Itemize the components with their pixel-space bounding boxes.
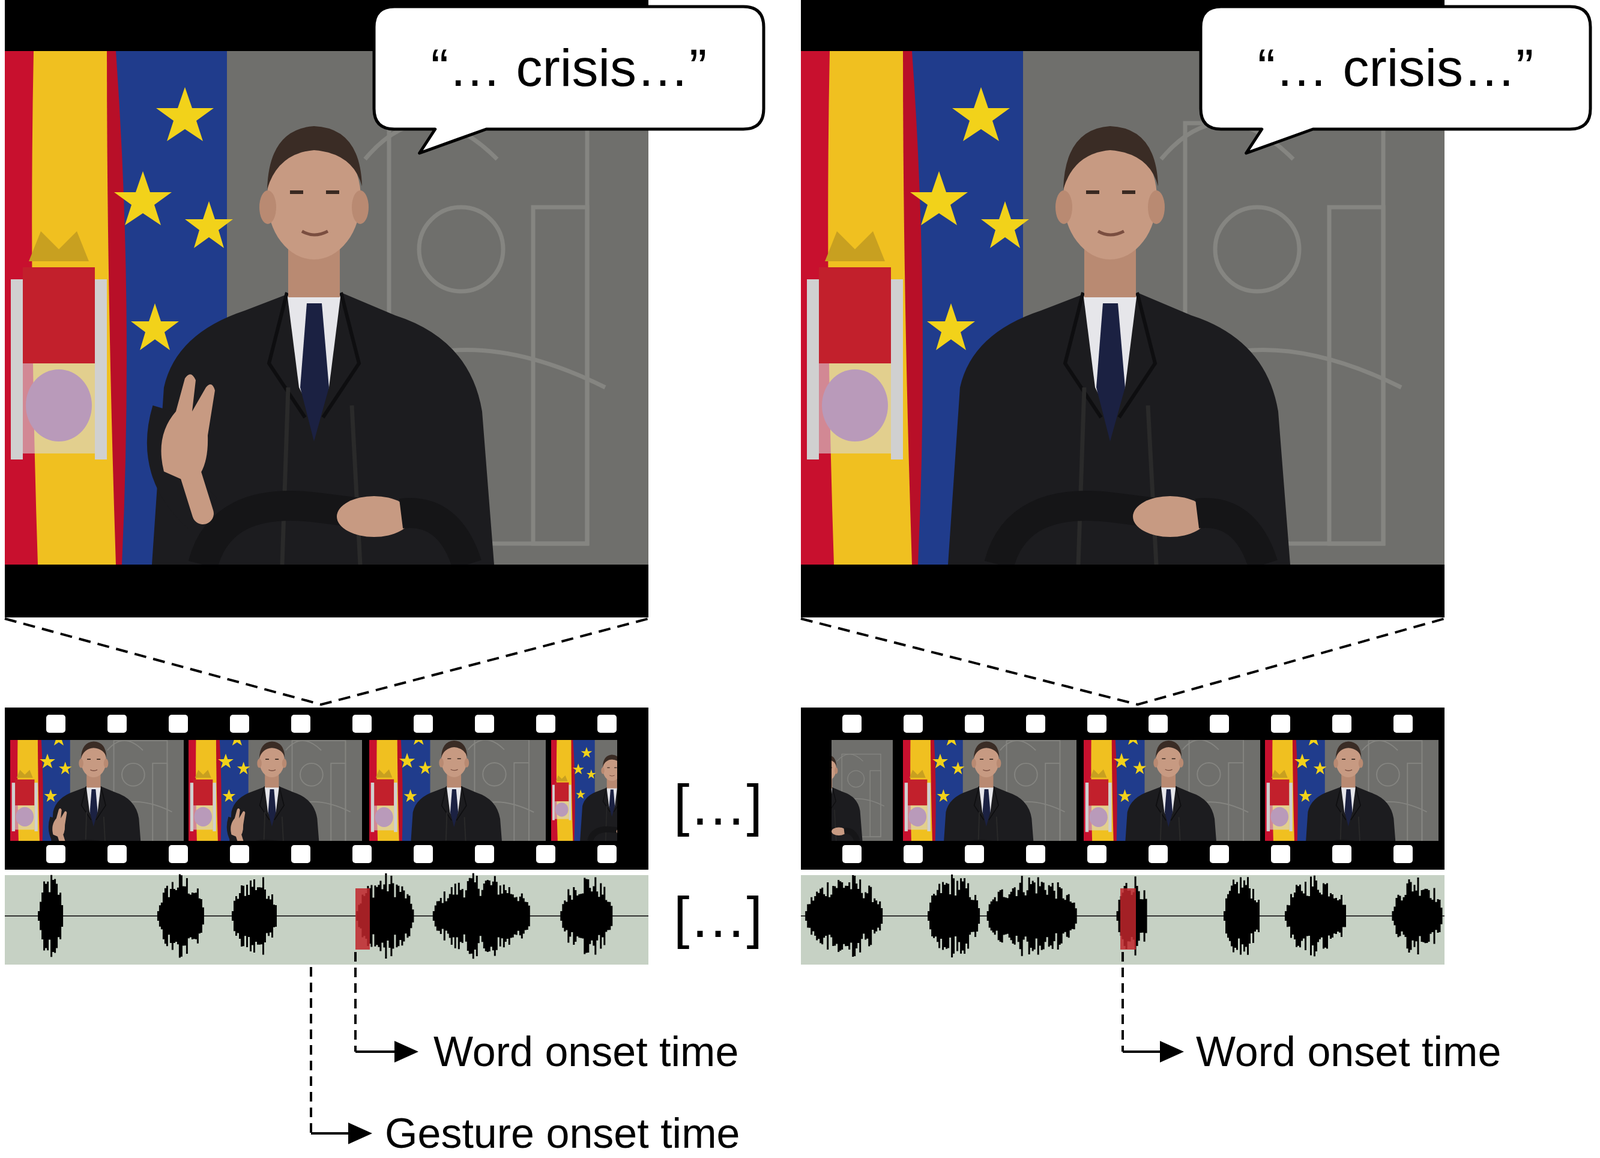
sprocket-hole [229, 714, 250, 733]
film-thumbnail [1083, 719, 1261, 861]
thumbnail-scene [10, 721, 184, 860]
onset-label: Word onset time [433, 1027, 739, 1076]
onset-label: Gesture onset time [384, 1108, 740, 1157]
sprocket-hole [1393, 714, 1413, 733]
thumbnail-scene [902, 721, 1077, 860]
thumbnail-scene [766, 739, 893, 841]
sprocket-hole [474, 714, 495, 733]
film-thumbnail [766, 739, 893, 841]
sprocket-hole [1087, 714, 1107, 733]
sprocket-hole [597, 844, 617, 863]
sprocket-hole [597, 714, 617, 733]
sprocket-hole [46, 714, 66, 733]
sprocket-hole [1209, 714, 1229, 733]
thumbnail-scene [551, 739, 678, 841]
sprocket-hole [413, 844, 433, 863]
thumbnail-scene [1264, 721, 1439, 860]
sprocket-hole [1393, 844, 1413, 863]
sprocket-hole [1332, 844, 1352, 863]
film-thumbnail [10, 721, 184, 860]
sprocket-hole [1026, 714, 1046, 733]
sprocket-hole [1270, 714, 1291, 733]
sprocket-hole [903, 844, 923, 863]
sprocket-hole [842, 844, 862, 863]
sprocket-hole [46, 844, 66, 863]
ellipsis-mark: […] [673, 884, 763, 950]
film-thumbnail [188, 721, 363, 860]
thumbnail-scene [369, 719, 546, 861]
film-thumbnail [369, 719, 546, 861]
sprocket-hole [1209, 844, 1229, 863]
sprocket-hole [291, 714, 311, 733]
sprocket-hole [168, 714, 188, 733]
ellipsis-mark: […] [673, 772, 763, 838]
sprocket-hole [1148, 714, 1168, 733]
bubble-text: “… crisis…” [372, 37, 766, 98]
thumbnail-scene [1083, 719, 1261, 861]
sprocket-hole [352, 714, 372, 733]
sprocket-hole [964, 714, 985, 733]
thumbnail-scene [188, 721, 363, 860]
film-thumbnail [1264, 721, 1439, 860]
sprocket-hole [168, 844, 188, 863]
sprocket-hole [842, 714, 862, 733]
speech-bubble: “… crisis…” [1198, 4, 1593, 157]
sprocket-hole [536, 844, 556, 863]
sprocket-hole [1087, 844, 1107, 863]
sprocket-hole [536, 714, 556, 733]
sprocket-hole [413, 714, 433, 733]
film-thumbnail [902, 721, 1077, 860]
sprocket-hole [107, 714, 127, 733]
film-thumbnail [551, 739, 678, 841]
sprocket-hole [474, 844, 495, 863]
audio-waveform [39, 872, 1442, 959]
bubble-text: “… crisis…” [1198, 37, 1593, 98]
sprocket-hole [229, 844, 250, 863]
onset-label: Word onset time [1195, 1027, 1501, 1076]
sprocket-hole [291, 844, 311, 863]
sprocket-hole [1148, 844, 1168, 863]
sprocket-hole [1026, 844, 1046, 863]
sprocket-hole [107, 844, 127, 863]
sprocket-hole [903, 714, 923, 733]
speech-bubble: “… crisis…” [372, 4, 766, 157]
sprocket-hole [352, 844, 372, 863]
sprocket-hole [1332, 714, 1352, 733]
sprocket-hole [964, 844, 985, 863]
sprocket-hole [1270, 844, 1291, 863]
